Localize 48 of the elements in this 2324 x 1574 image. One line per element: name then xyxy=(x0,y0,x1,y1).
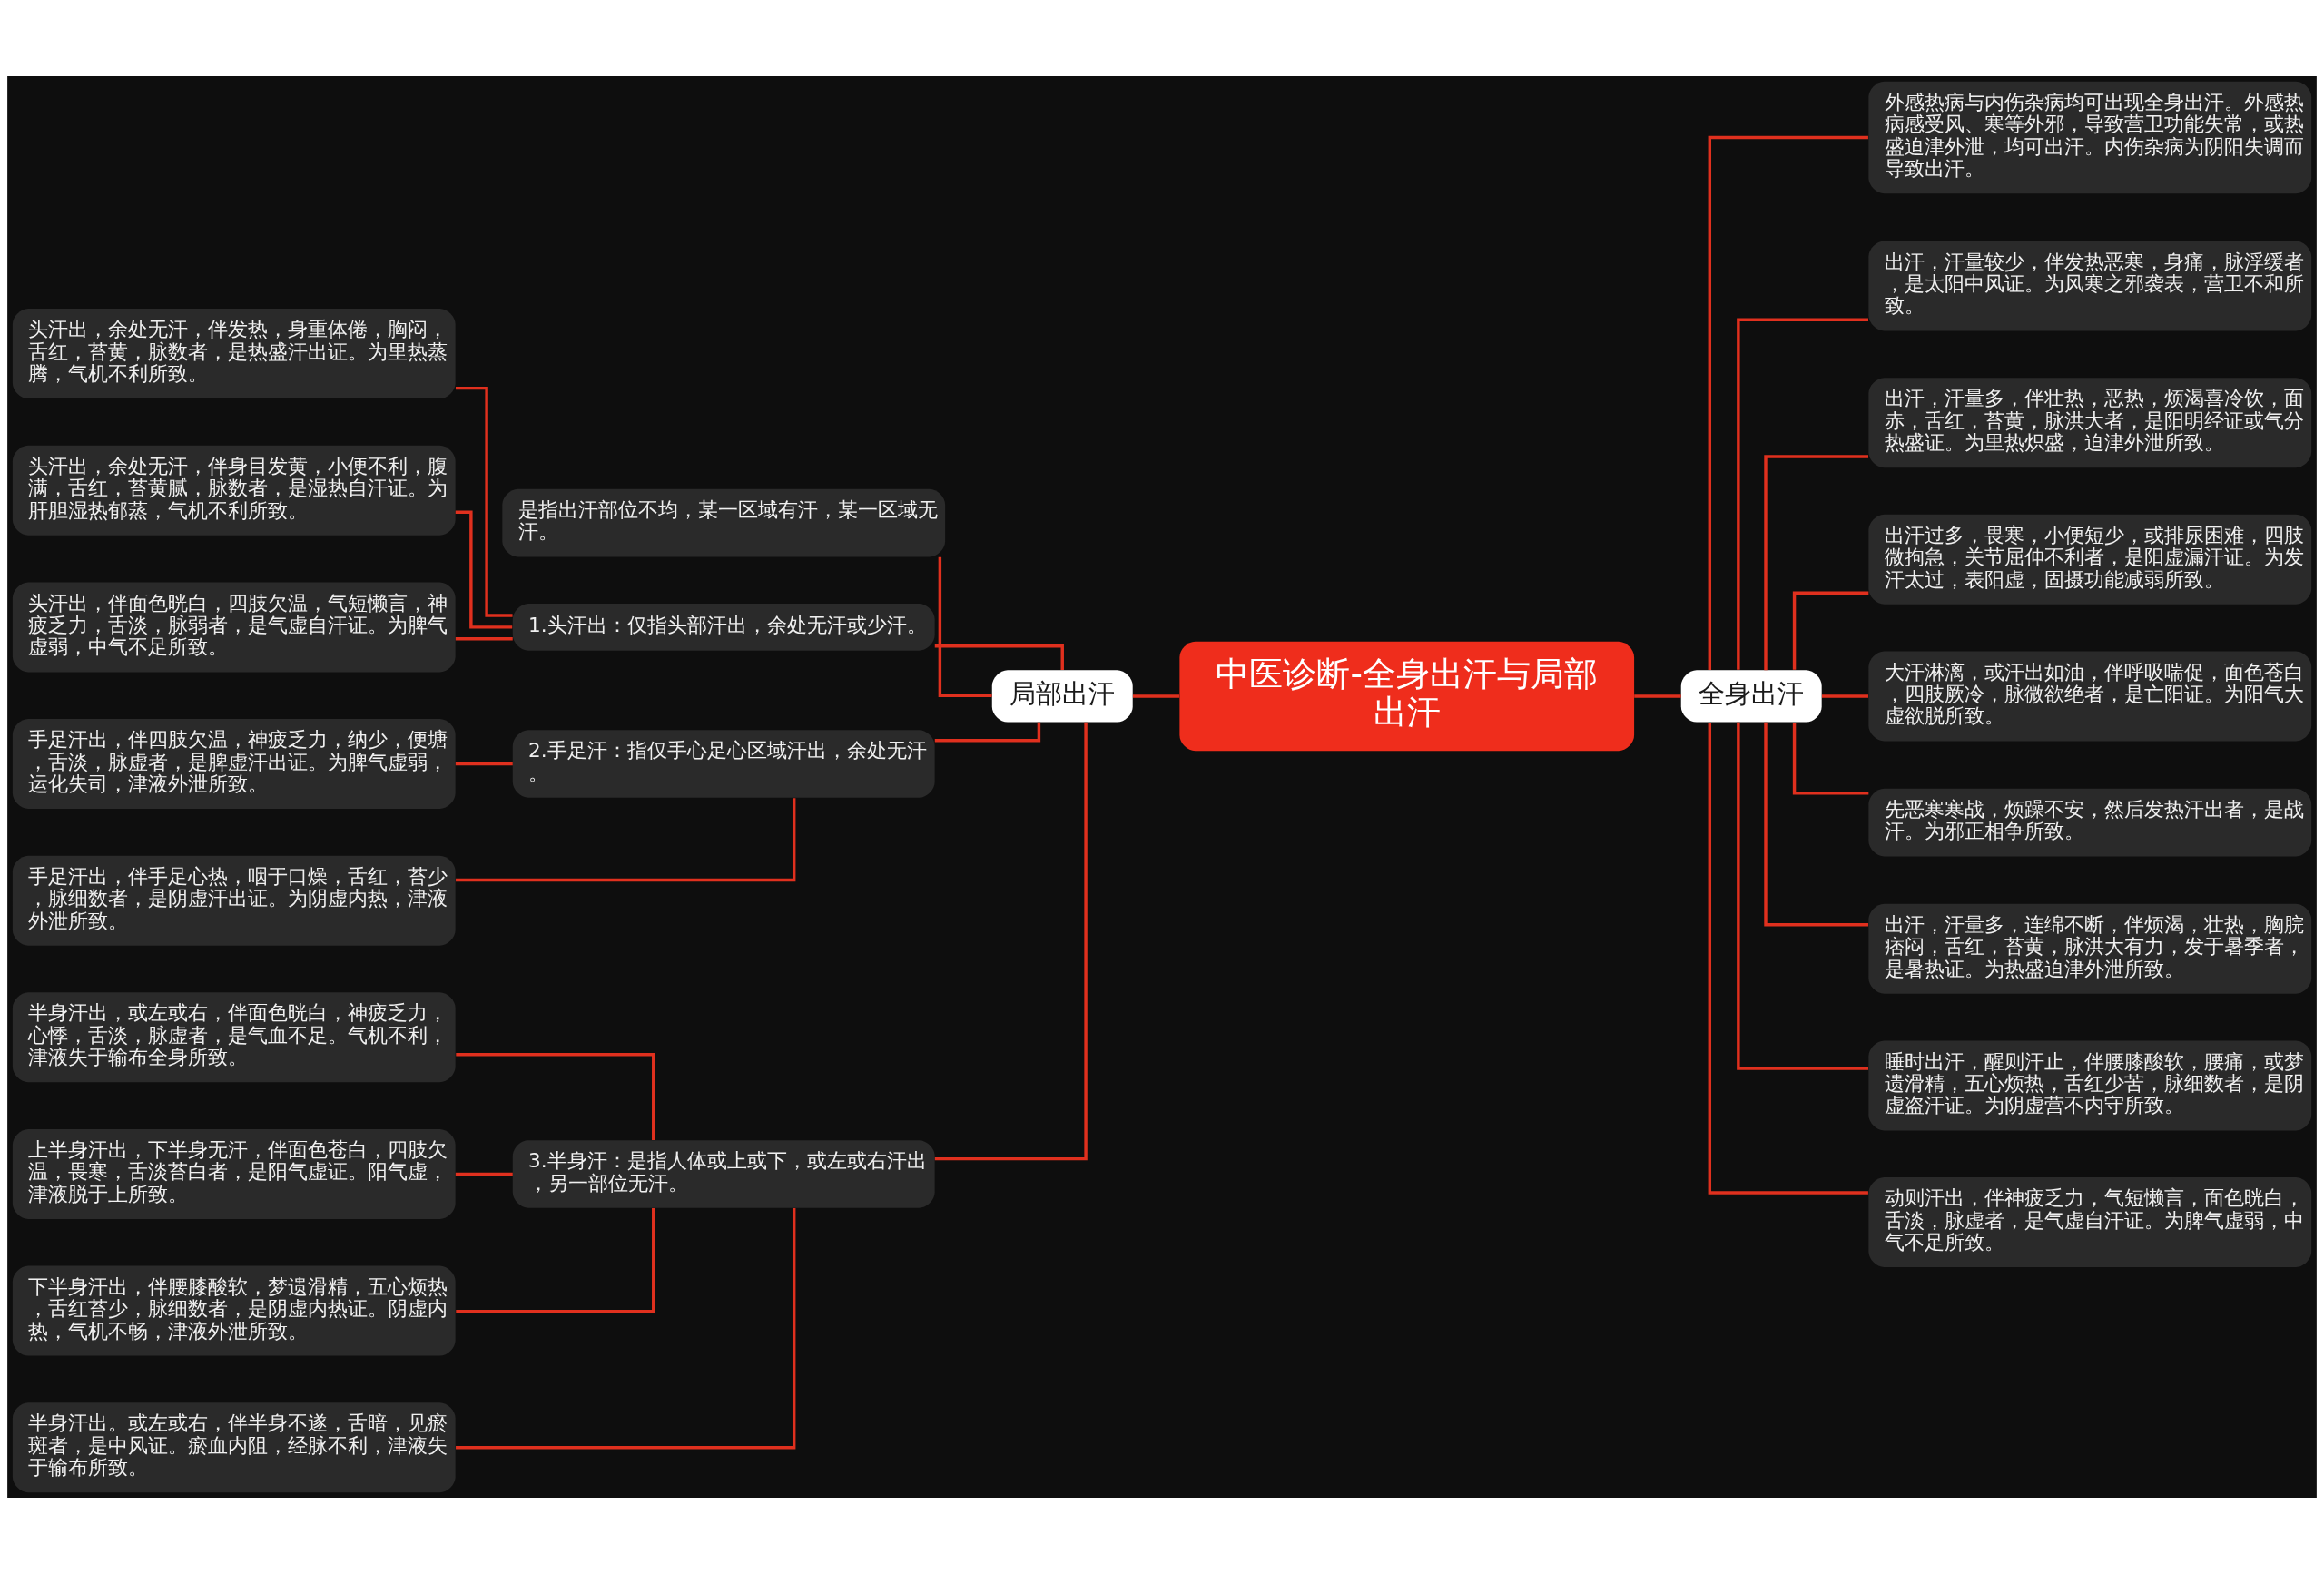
node-box: 外感热病与内伤杂病均可出现全身出汗。外感热病感受风、寒等外邪，导致营卫功能失常，或热盛迫津外泄，均可出汗。内伤杂病为阴阳失调而导致出汗。 xyxy=(1868,81,2312,194)
node-box: 睡时出汗，醒则汗止，伴腰膝酸软，腰痛，或梦遗滑精，五心烦热，舌红少苦，脉细数者，是阴虚盗汗证。为阴虚营不内守所致。 xyxy=(1868,1040,2312,1131)
node-box: 手足汗出，伴手足心热，咽于口燥，舌红，苔少，脉细数者，是阴虚汗出证。为阴虚内热，津液外泄所致。 xyxy=(12,855,456,946)
connector xyxy=(934,722,1088,1161)
node-box: 半身汗出。或左或右，伴半身不遂，舌暗，见瘀斑者，是中风证。瘀血内阻，经脉不利，津液失于输布所致。 xyxy=(12,1402,456,1493)
node-box: 下半身汗出，伴腰膝酸软，梦遗滑精，五心烦热，舌红苔少，脉细数者，是阴虚内热证。阴虚内热，气机不畅，津液外泄所致。 xyxy=(12,1265,456,1356)
node-box: 出汗，汗量多，连绵不断，伴烦渴，壮热，胸脘痞闷，舌红，苔黄，脉洪大有力，发于暑季者，是暑热证。为热盛迫津外泄所致。 xyxy=(1868,903,2312,994)
connector xyxy=(1708,135,1868,671)
node-box: 出汗过多，畏寒，小便短少，或排尿困难，四肢微拘急，关节屈伸不利者，是阳虚漏汗证。为发汗太过，表阳虚，固摄功能减弱所致。 xyxy=(1868,514,2312,605)
connector xyxy=(1792,591,1869,670)
node-box: 3.半身汗：是指人体或上或下，或左或右汗出，另一部位无汗。 xyxy=(512,1140,935,1208)
node-box: 出汗，汗量多，伴壮热，恶热，烦渴喜冷饮，面赤，舌红，苔黄，脉洪大者，是阳明经证或气分热盛证。为里热炽盛，迫津外泄所致。 xyxy=(1868,378,2312,468)
node-box: 出汗，汗量较少，伴发热恶寒，身痛，脉浮缓者，是太阳中风证。为风寒之邪袭表，营卫不和所致。 xyxy=(1868,241,2312,331)
node-box: 大汗淋漓，或汗出如油，伴呼吸喘促，面色苍白，四肢厥冷，脉微欲绝者，是亡阳证。为阳气大虚欲脱所致。 xyxy=(1868,651,2312,742)
connector xyxy=(1708,722,1868,1195)
node-box: 头汗出，伴面色晄白，四肢欠温，气短懒言，神疲乏力，舌淡，脉弱者，是气虚自汗证。为脾气虚弱，中气不足所致。 xyxy=(12,582,456,673)
node-box: 上半身汗出，下半身无汗，伴面色苍白，四肢欠温，畏寒，舌淡苔白者，是阳气虚证。阳气虚，津液脱于上所致。 xyxy=(12,1128,456,1219)
node-box: 手足汗出，伴四肢欠温，神疲乏力，纳少，便塘，舌淡，脉虚者，是脾虚汗出证。为脾气虚弱，运化失司，津液外泄所致。 xyxy=(12,719,456,810)
node-box: 先恶寒寒战，烦躁不安，然后发热汗出者，是战汗。为邪正相争所致。 xyxy=(1868,788,2312,857)
connector xyxy=(456,1053,655,1141)
connector xyxy=(456,1208,796,1450)
node-box: 全身出汗 xyxy=(1680,670,1822,723)
node-box: 是指出汗部位不均，某一区域有汗，某一区域无汗。 xyxy=(502,488,946,557)
connector xyxy=(1764,455,1869,671)
node-box: 头汗出，余处无汗，伴发热，身重体倦，胸闷，舌红，苔黄，脉数者，是热盛汗出证。为里热蒸腾，气机不利所致。 xyxy=(12,309,456,399)
connector xyxy=(455,762,513,766)
node-box: 中医诊断-全身出汗与局部出汗 xyxy=(1179,641,1635,752)
node-box: 头汗出，余处无汗，伴身目发黄，小便不利，腹满，舌红，苔黄腻，脉数者，是湿热自汗证。为肝胆湿热郁蒸，气机不利所致。 xyxy=(12,445,456,536)
connector xyxy=(1821,694,1868,698)
connector xyxy=(456,798,796,882)
connector xyxy=(455,1172,513,1176)
connector xyxy=(455,637,513,641)
connector xyxy=(938,556,992,697)
connector xyxy=(1764,722,1869,927)
node-box: 1.头汗出：仅指头部汗出，余处无汗或少汗。 xyxy=(512,604,935,651)
node-box: 局部出汗 xyxy=(991,670,1133,723)
connector xyxy=(1132,694,1180,698)
connector xyxy=(456,1207,655,1313)
connector xyxy=(455,510,513,629)
connector xyxy=(934,644,1064,670)
node-box: 动则汗出，伴神疲乏力，气短懒言，面色晄白，舌淡，脉虚者，是气虚自汗证。为脾气虚弱，中气不足所致。 xyxy=(1868,1177,2312,1268)
connector xyxy=(1792,723,1869,795)
connector xyxy=(1737,722,1868,1070)
connector xyxy=(1634,694,1681,698)
node-box: 2.手足汗：指仅手心足心区域汗出，余处无汗。 xyxy=(512,730,935,798)
node-box: 半身汗出，或左或右，伴面色晄白，神疲乏力，心悸，舌淡，脉虚者，是气血不足。气机不利，津液失于输布全身所致。 xyxy=(12,992,456,1083)
connector xyxy=(934,722,1041,743)
connector xyxy=(1737,318,1868,670)
